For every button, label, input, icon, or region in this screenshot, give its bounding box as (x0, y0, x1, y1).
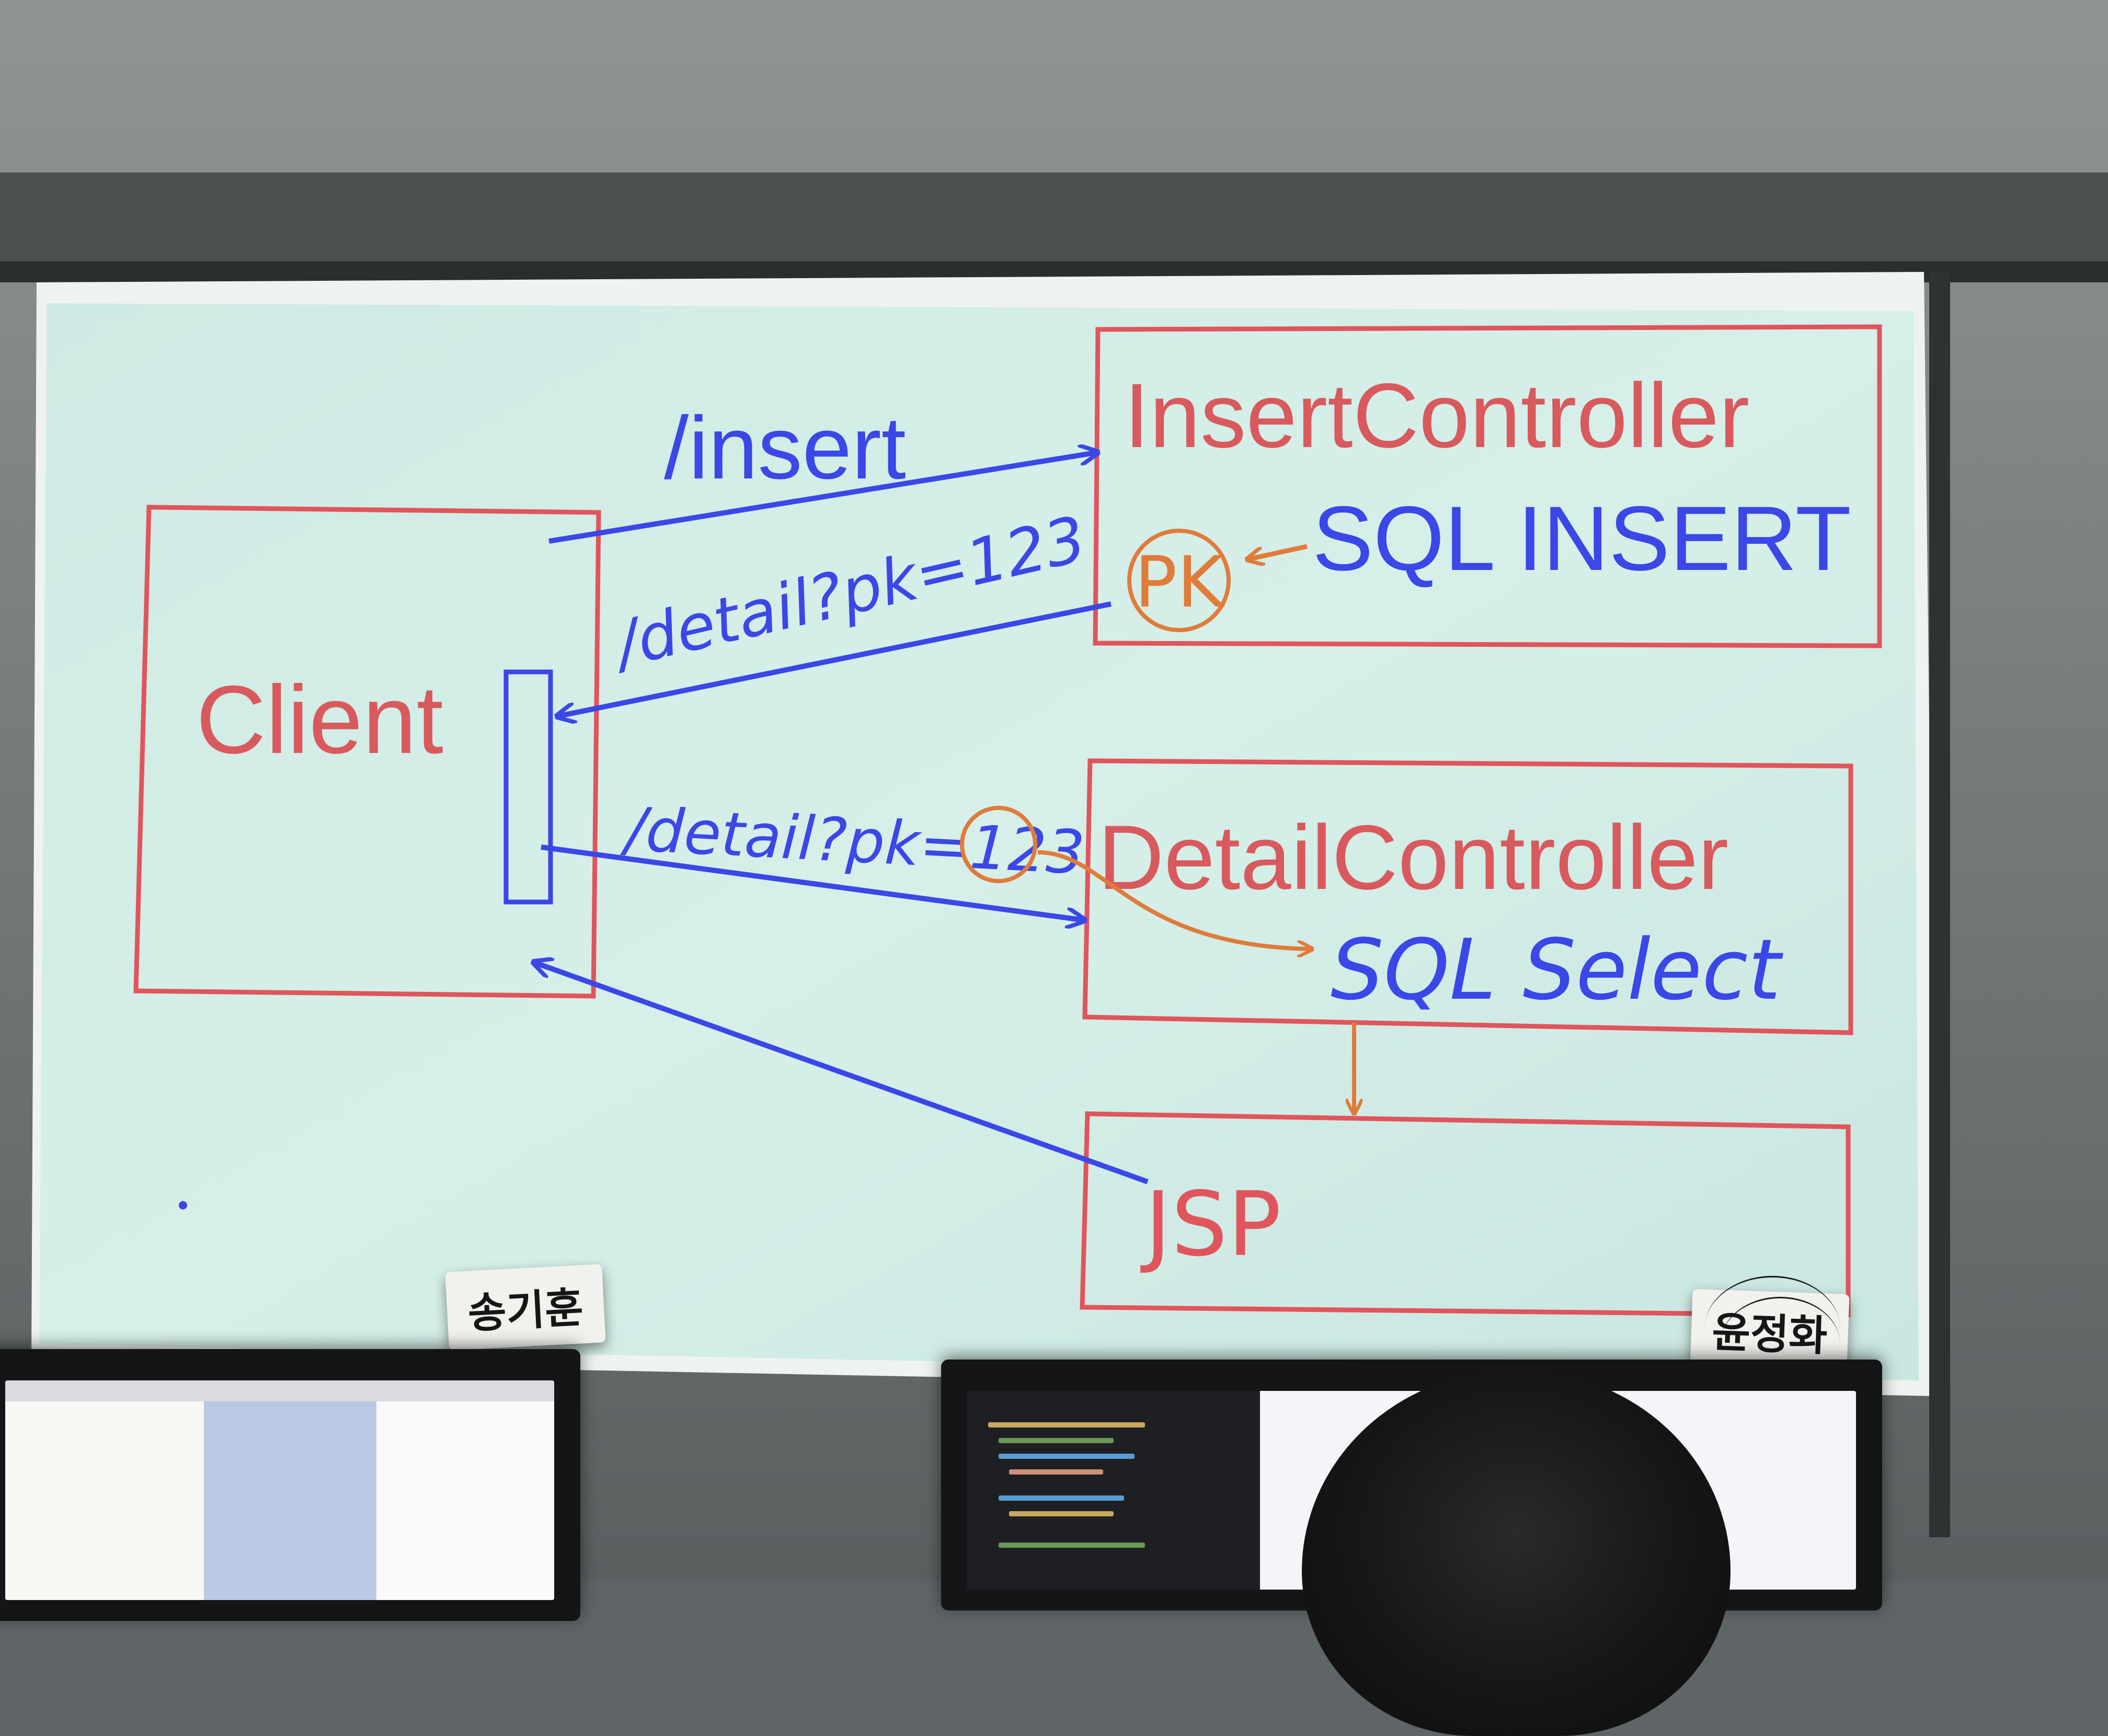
student-monitor-left (0, 1349, 580, 1621)
stray-dot (179, 1201, 187, 1209)
client-activation-bar (503, 669, 553, 905)
pk-to-sql-select-arrow (1037, 850, 1312, 949)
detail-controller-box (1082, 758, 1853, 1035)
jsp-label: JSP (1140, 1173, 1281, 1276)
detail-request-arrow (541, 844, 1085, 920)
ide-pane (204, 1401, 376, 1600)
hair-strand (1704, 1276, 1840, 1382)
pk-value-circle (960, 806, 1037, 883)
jsp-response-arrow (533, 962, 1149, 1184)
slide-area (39, 303, 1919, 1380)
code-line (999, 1438, 1114, 1443)
code-line (999, 1454, 1135, 1459)
pk-circle (1127, 529, 1231, 632)
ceiling-trim (0, 173, 2108, 267)
monitor-left-screen (5, 1380, 554, 1600)
insert-controller-label: InsertController (1124, 365, 1749, 467)
code-line (1009, 1511, 1114, 1516)
screen-frame-right (1929, 272, 1950, 1537)
insert-path-label: /insert (664, 398, 906, 498)
insert-controller-box (1093, 324, 1882, 648)
hair-strand (1720, 1297, 1840, 1392)
redirect-response-arrow (557, 601, 1112, 716)
browser-toolbar (5, 1380, 554, 1401)
insert-request-arrow (548, 452, 1098, 544)
client-box (133, 505, 601, 999)
classroom-photo: Client InsertController DetailController… (0, 0, 2108, 1581)
chat-pane (376, 1401, 554, 1600)
code-line (988, 1422, 1145, 1427)
nameplate-left: 송기훈 (445, 1264, 606, 1351)
sql-select-label: SQL Select (1331, 921, 1783, 1019)
document-pane (5, 1401, 204, 1600)
sql-insert-label: SQL INSERT (1312, 488, 1851, 590)
code-line (999, 1543, 1145, 1548)
code-editor-pane (967, 1391, 1260, 1590)
code-line (999, 1495, 1124, 1501)
code-line (1009, 1469, 1103, 1475)
detail-controller-label: DetailController (1098, 807, 1728, 909)
sql-insert-to-pk-arrow (1247, 544, 1308, 559)
client-label: Client (196, 666, 443, 774)
pk-label: PK (1135, 541, 1225, 623)
